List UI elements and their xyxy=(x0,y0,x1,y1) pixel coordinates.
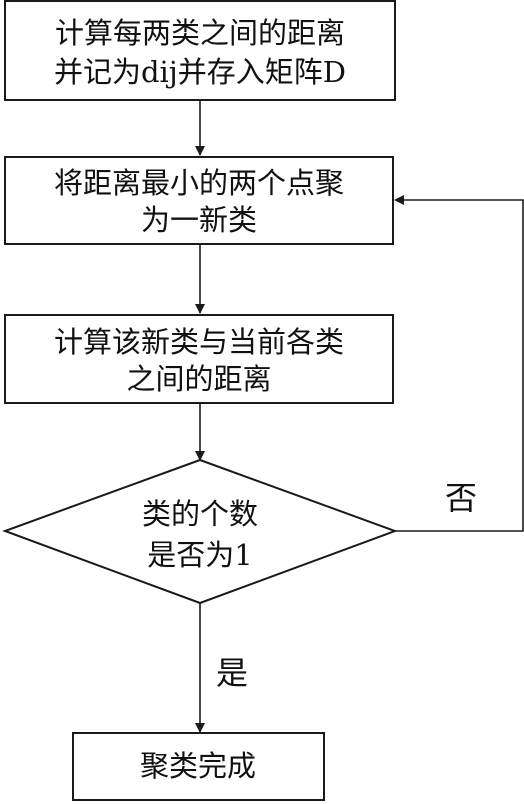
process-box-update-distances: 计算该新类与当前各类 之间的距离 xyxy=(4,314,394,404)
node-text-line: 计算该新类与当前各类 xyxy=(54,325,344,359)
edge-decision-step2-loop xyxy=(394,195,524,532)
node-text-line: 计算每两类之间的距离 xyxy=(55,16,345,50)
node-text-line: 之间的距离 xyxy=(126,362,271,396)
node-text-line: 聚类完成 xyxy=(140,749,256,783)
node-text-line: 为一新类 xyxy=(141,203,257,237)
process-box-compute-distances: 计算每两类之间的距离 并记为dij并存入矩阵D xyxy=(4,0,396,101)
node-text-line: 是否为1 xyxy=(147,538,252,572)
node-text-line: 将距离最小的两个点聚 xyxy=(54,166,344,200)
edge-label-yes: 是 xyxy=(216,654,248,692)
decision-diamond-cluster-count: 类的个数 是否为1 xyxy=(2,458,398,605)
node-text-line: 并记为dij并存入矩阵D xyxy=(54,55,346,89)
terminal-box-done: 聚类完成 xyxy=(72,732,325,801)
process-box-merge-closest: 将距离最小的两个点聚 为一新类 xyxy=(4,156,394,245)
edge-label-no: 否 xyxy=(445,479,477,517)
node-text-line: 类的个数 xyxy=(142,497,258,531)
